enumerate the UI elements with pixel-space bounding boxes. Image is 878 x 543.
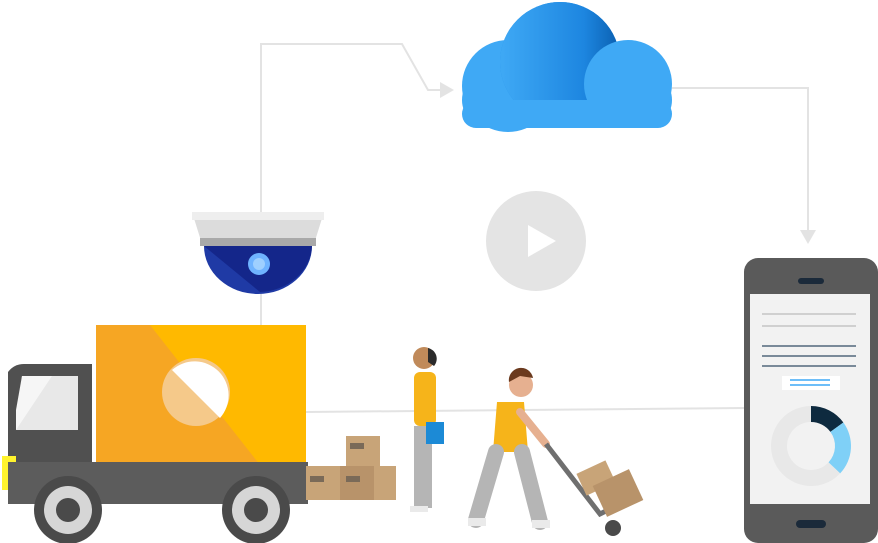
worker-with-hand-truck <box>468 367 644 536</box>
connector-lines <box>260 43 816 413</box>
smartphone-icon <box>744 258 878 543</box>
package-boxes <box>306 436 396 500</box>
donut-segment <box>771 406 841 486</box>
worker-standing <box>410 347 444 512</box>
play-button[interactable] <box>486 191 586 291</box>
camera-to-cloud-line <box>260 43 448 212</box>
donut-segment <box>811 406 844 432</box>
arrow-right-icon <box>440 82 454 98</box>
delivery-truck-icon <box>2 325 308 543</box>
donut-chart <box>771 406 851 486</box>
arrow-down-icon <box>800 230 816 244</box>
security-camera-icon <box>192 212 324 294</box>
cloud-icon <box>462 2 672 132</box>
play-icon <box>528 225 556 257</box>
cloud-to-phone-line <box>672 87 809 232</box>
truck-to-phone-line <box>305 407 745 413</box>
donut-segment <box>828 422 851 474</box>
